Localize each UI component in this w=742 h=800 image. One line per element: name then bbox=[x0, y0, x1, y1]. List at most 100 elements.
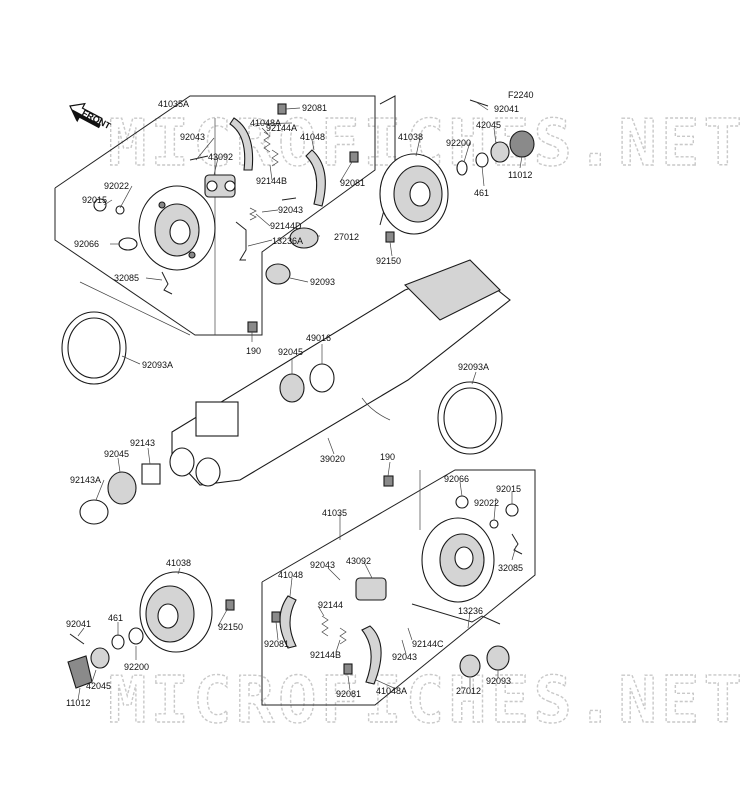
part-label[interactable]: 11012 bbox=[66, 698, 90, 708]
cap-icon bbox=[509, 130, 535, 158]
part-label[interactable]: 92045 bbox=[104, 449, 129, 459]
brake-drum-upper bbox=[379, 95, 535, 243]
axle-housing bbox=[169, 259, 511, 487]
part-label[interactable]: 41048A bbox=[250, 118, 281, 128]
nut-icon bbox=[90, 647, 110, 669]
part-label[interactable]: 92093 bbox=[310, 277, 335, 287]
part-label[interactable]: 92045 bbox=[278, 347, 303, 357]
part-label[interactable]: 92093A bbox=[142, 360, 173, 370]
part-label[interactable]: 461 bbox=[474, 188, 489, 198]
part-label[interactable]: 92093 bbox=[486, 676, 511, 686]
cotter-pin-icon bbox=[69, 633, 85, 645]
washer-icon bbox=[115, 205, 125, 215]
part-label[interactable]: 32085 bbox=[114, 273, 139, 283]
part-label[interactable]: 49016 bbox=[306, 333, 331, 343]
part-label[interactable]: 42045 bbox=[476, 120, 501, 130]
washer-icon bbox=[456, 160, 468, 176]
nut-icon bbox=[111, 634, 125, 650]
part-label[interactable]: 39020 bbox=[320, 454, 345, 464]
part-label[interactable]: 42045 bbox=[86, 681, 111, 691]
part-label[interactable]: 27012 bbox=[456, 686, 481, 696]
part-label[interactable]: 41048 bbox=[300, 132, 325, 142]
part-label[interactable]: 92041 bbox=[66, 619, 91, 629]
washer-icon bbox=[128, 627, 144, 645]
part-label[interactable]: 92150 bbox=[218, 622, 243, 632]
o-ring-inner bbox=[443, 387, 497, 449]
part-label[interactable]: 13236 bbox=[458, 606, 483, 616]
seal-icon bbox=[118, 237, 138, 251]
part-label[interactable]: 190 bbox=[246, 346, 261, 356]
wheel-cylinder-left bbox=[204, 174, 236, 198]
diagram-code: F2240 bbox=[508, 90, 534, 100]
part-label[interactable]: 92200 bbox=[446, 138, 471, 148]
part-label[interactable]: 92093A bbox=[458, 362, 489, 372]
part-label[interactable]: 92081 bbox=[336, 689, 361, 699]
part-label[interactable]: 92144D bbox=[270, 221, 302, 231]
part-label[interactable]: 41048A bbox=[376, 686, 407, 696]
part-label[interactable]: 92200 bbox=[124, 662, 149, 672]
part-label[interactable]: 92144B bbox=[256, 176, 287, 186]
wheel-cylinder-right bbox=[355, 577, 387, 601]
o-ring-inner bbox=[67, 317, 121, 379]
part-label[interactable]: 92143 bbox=[130, 438, 155, 448]
part-label[interactable]: 41035A bbox=[158, 99, 189, 109]
part-label[interactable]: 41048 bbox=[278, 570, 303, 580]
nut-icon bbox=[505, 503, 519, 517]
front-arrow-icon: FRONT bbox=[69, 102, 113, 131]
part-label[interactable]: 92081 bbox=[302, 103, 327, 113]
part-label[interactable]: 43092 bbox=[346, 556, 371, 566]
part-label[interactable]: 92144A bbox=[266, 123, 297, 133]
part-label[interactable]: 41038 bbox=[166, 558, 191, 568]
part-label[interactable]: 92081 bbox=[264, 639, 289, 649]
part-label[interactable]: 92043 bbox=[278, 205, 303, 215]
seal-icon bbox=[459, 654, 481, 678]
part-label[interactable]: 92143A bbox=[70, 475, 101, 485]
lever-icon bbox=[411, 603, 501, 625]
part-label[interactable]: 92015 bbox=[496, 484, 521, 494]
part-label[interactable]: 92144C bbox=[412, 639, 444, 649]
brake-drum-lower bbox=[67, 571, 235, 689]
part-label[interactable]: 92144B bbox=[310, 650, 341, 660]
part-label[interactable]: 92022 bbox=[104, 181, 129, 191]
spring-icon bbox=[339, 627, 347, 645]
part-label[interactable]: 27012 bbox=[334, 232, 359, 242]
brake-shoe-icon bbox=[361, 625, 382, 685]
nut-icon bbox=[93, 198, 107, 212]
part-label[interactable]: 11012 bbox=[508, 170, 532, 180]
part-label[interactable]: 92150 bbox=[376, 256, 401, 266]
lever-icon bbox=[235, 221, 247, 261]
part-label[interactable]: 92015 bbox=[82, 195, 107, 205]
brake-shoe-icon bbox=[279, 595, 297, 649]
part-label[interactable]: 190 bbox=[380, 452, 395, 462]
part-label[interactable]: 92066 bbox=[444, 474, 469, 484]
clip-icon bbox=[349, 151, 359, 163]
bolt-icon bbox=[225, 599, 235, 611]
washer-icon bbox=[489, 519, 499, 529]
part-label[interactable]: 92022 bbox=[474, 498, 499, 508]
part-label[interactable]: 43092 bbox=[208, 152, 233, 162]
spring-icon bbox=[321, 615, 329, 637]
part-label[interactable]: 92041 bbox=[494, 104, 519, 114]
part-label[interactable]: 92043 bbox=[180, 132, 205, 142]
part-label[interactable]: 92043 bbox=[392, 652, 417, 662]
part-label[interactable]: 32085 bbox=[498, 563, 523, 573]
bearing-icon bbox=[279, 373, 305, 403]
part-label[interactable]: 92043 bbox=[310, 560, 335, 570]
part-label[interactable]: 92144 bbox=[318, 600, 343, 610]
bolt-icon bbox=[247, 321, 258, 333]
part-label[interactable]: 41038 bbox=[398, 132, 423, 142]
cotter-pin-icon bbox=[469, 99, 489, 107]
part-label[interactable]: 92066 bbox=[74, 239, 99, 249]
part-label[interactable]: 92081 bbox=[340, 178, 365, 188]
part-label[interactable]: 461 bbox=[108, 613, 123, 623]
bearing-icon bbox=[486, 645, 510, 671]
nut-icon bbox=[475, 152, 489, 168]
bolt-icon bbox=[383, 475, 394, 487]
part-label[interactable]: 13236A bbox=[272, 236, 303, 246]
nut-icon bbox=[455, 495, 469, 509]
bearing-icon bbox=[289, 227, 319, 249]
part-labels: 41035A 92081 41048A 92144A 92043 41048 4… bbox=[66, 90, 534, 708]
part-label[interactable]: 41035 bbox=[322, 508, 347, 518]
clip-icon bbox=[511, 533, 523, 555]
